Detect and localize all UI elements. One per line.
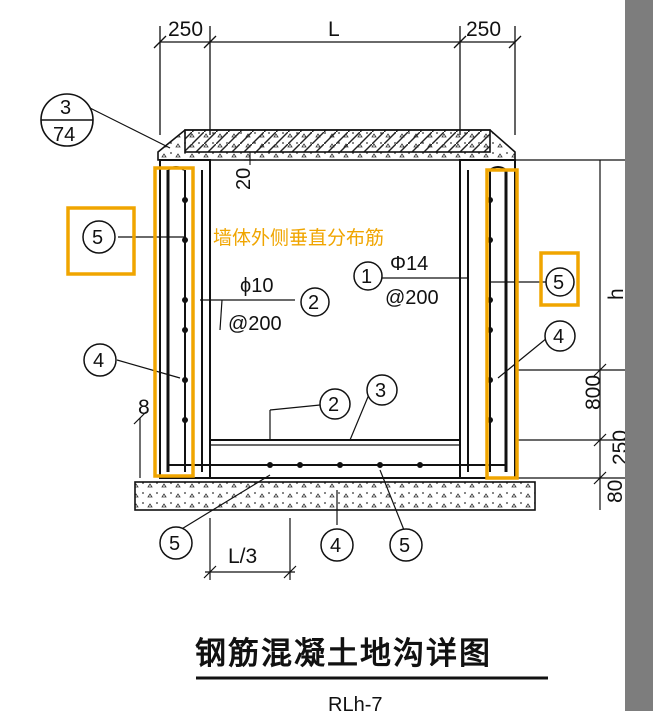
subtitle-partial: RLh-7 — [328, 694, 382, 711]
main-bar-spacing-label: @200 — [385, 287, 439, 309]
cover-gap-dim — [244, 152, 256, 165]
marker-5-left: 5 — [82, 220, 116, 254]
marker-5-bottom-right: 5 — [389, 528, 423, 562]
svg-text:5: 5 — [399, 535, 410, 557]
highlight-marker-left — [66, 206, 136, 276]
leader-lines — [116, 236, 548, 531]
svg-text:4: 4 — [330, 535, 341, 557]
trench-walls — [159, 159, 516, 479]
base-slab — [134, 481, 536, 511]
marker-5-right: 5 — [545, 267, 575, 297]
dim-left-width: 250 — [168, 18, 203, 41]
marker-3-base: 3 — [366, 374, 398, 406]
highlight-boxes — [66, 166, 580, 480]
svg-text:5: 5 — [553, 272, 564, 294]
svg-text:3: 3 — [375, 380, 386, 402]
marker-4-left: 4 — [83, 343, 117, 377]
dist-bar-spacing-label: @200 — [228, 313, 282, 335]
marker-5-bottom-left: 5 — [159, 526, 193, 560]
top-dimension-line — [153, 26, 522, 135]
ledge-dim — [133, 411, 147, 478]
highlight-left-wall — [153, 166, 195, 478]
dim-bar-spacing: L/3 — [228, 545, 257, 568]
dim-span: L — [328, 18, 340, 41]
marker-1-main: 1 — [353, 261, 383, 291]
svg-text:4: 4 — [553, 326, 564, 348]
dim-slab-thickness: 80 — [604, 480, 627, 503]
marker-2-dist: 2 — [300, 287, 330, 317]
dim-cover-gap: 20 — [233, 168, 255, 190]
svg-text:4: 4 — [93, 350, 104, 372]
highlight-marker-right — [539, 251, 580, 307]
dim-haunch-height: 800 — [582, 375, 605, 410]
svg-text:1: 1 — [361, 266, 372, 288]
dist-bar-size-label: ϕ10 — [240, 275, 273, 297]
dim-ledge: 8 — [138, 396, 150, 419]
right-gray-panel — [625, 0, 653, 711]
marker-4-right: 4 — [544, 320, 576, 352]
dim-right-width: 250 — [466, 18, 501, 41]
svg-text:5: 5 — [92, 227, 103, 249]
main-bar-size-label: Φ14 — [390, 253, 428, 275]
right-dimension-line — [515, 159, 625, 510]
detail-reference: 3 74 — [40, 93, 171, 149]
marker-4-bottom: 4 — [320, 528, 354, 562]
drawing-title: 钢筋混凝土地沟详图 — [195, 636, 492, 672]
highlight-right-wall — [485, 168, 519, 480]
detail-ref-top: 3 — [60, 97, 71, 119]
svg-text:2: 2 — [328, 394, 339, 416]
svg-text:2: 2 — [308, 292, 319, 314]
cover-slab — [157, 129, 516, 161]
dim-height: h — [605, 288, 628, 300]
svg-text:5: 5 — [169, 533, 180, 555]
annotation-label: 墙体外侧垂直分布筋 — [213, 227, 384, 249]
bottom-dimension-line — [203, 518, 297, 580]
marker-2-base: 2 — [319, 388, 351, 420]
detail-ref-bottom: 74 — [53, 124, 75, 146]
